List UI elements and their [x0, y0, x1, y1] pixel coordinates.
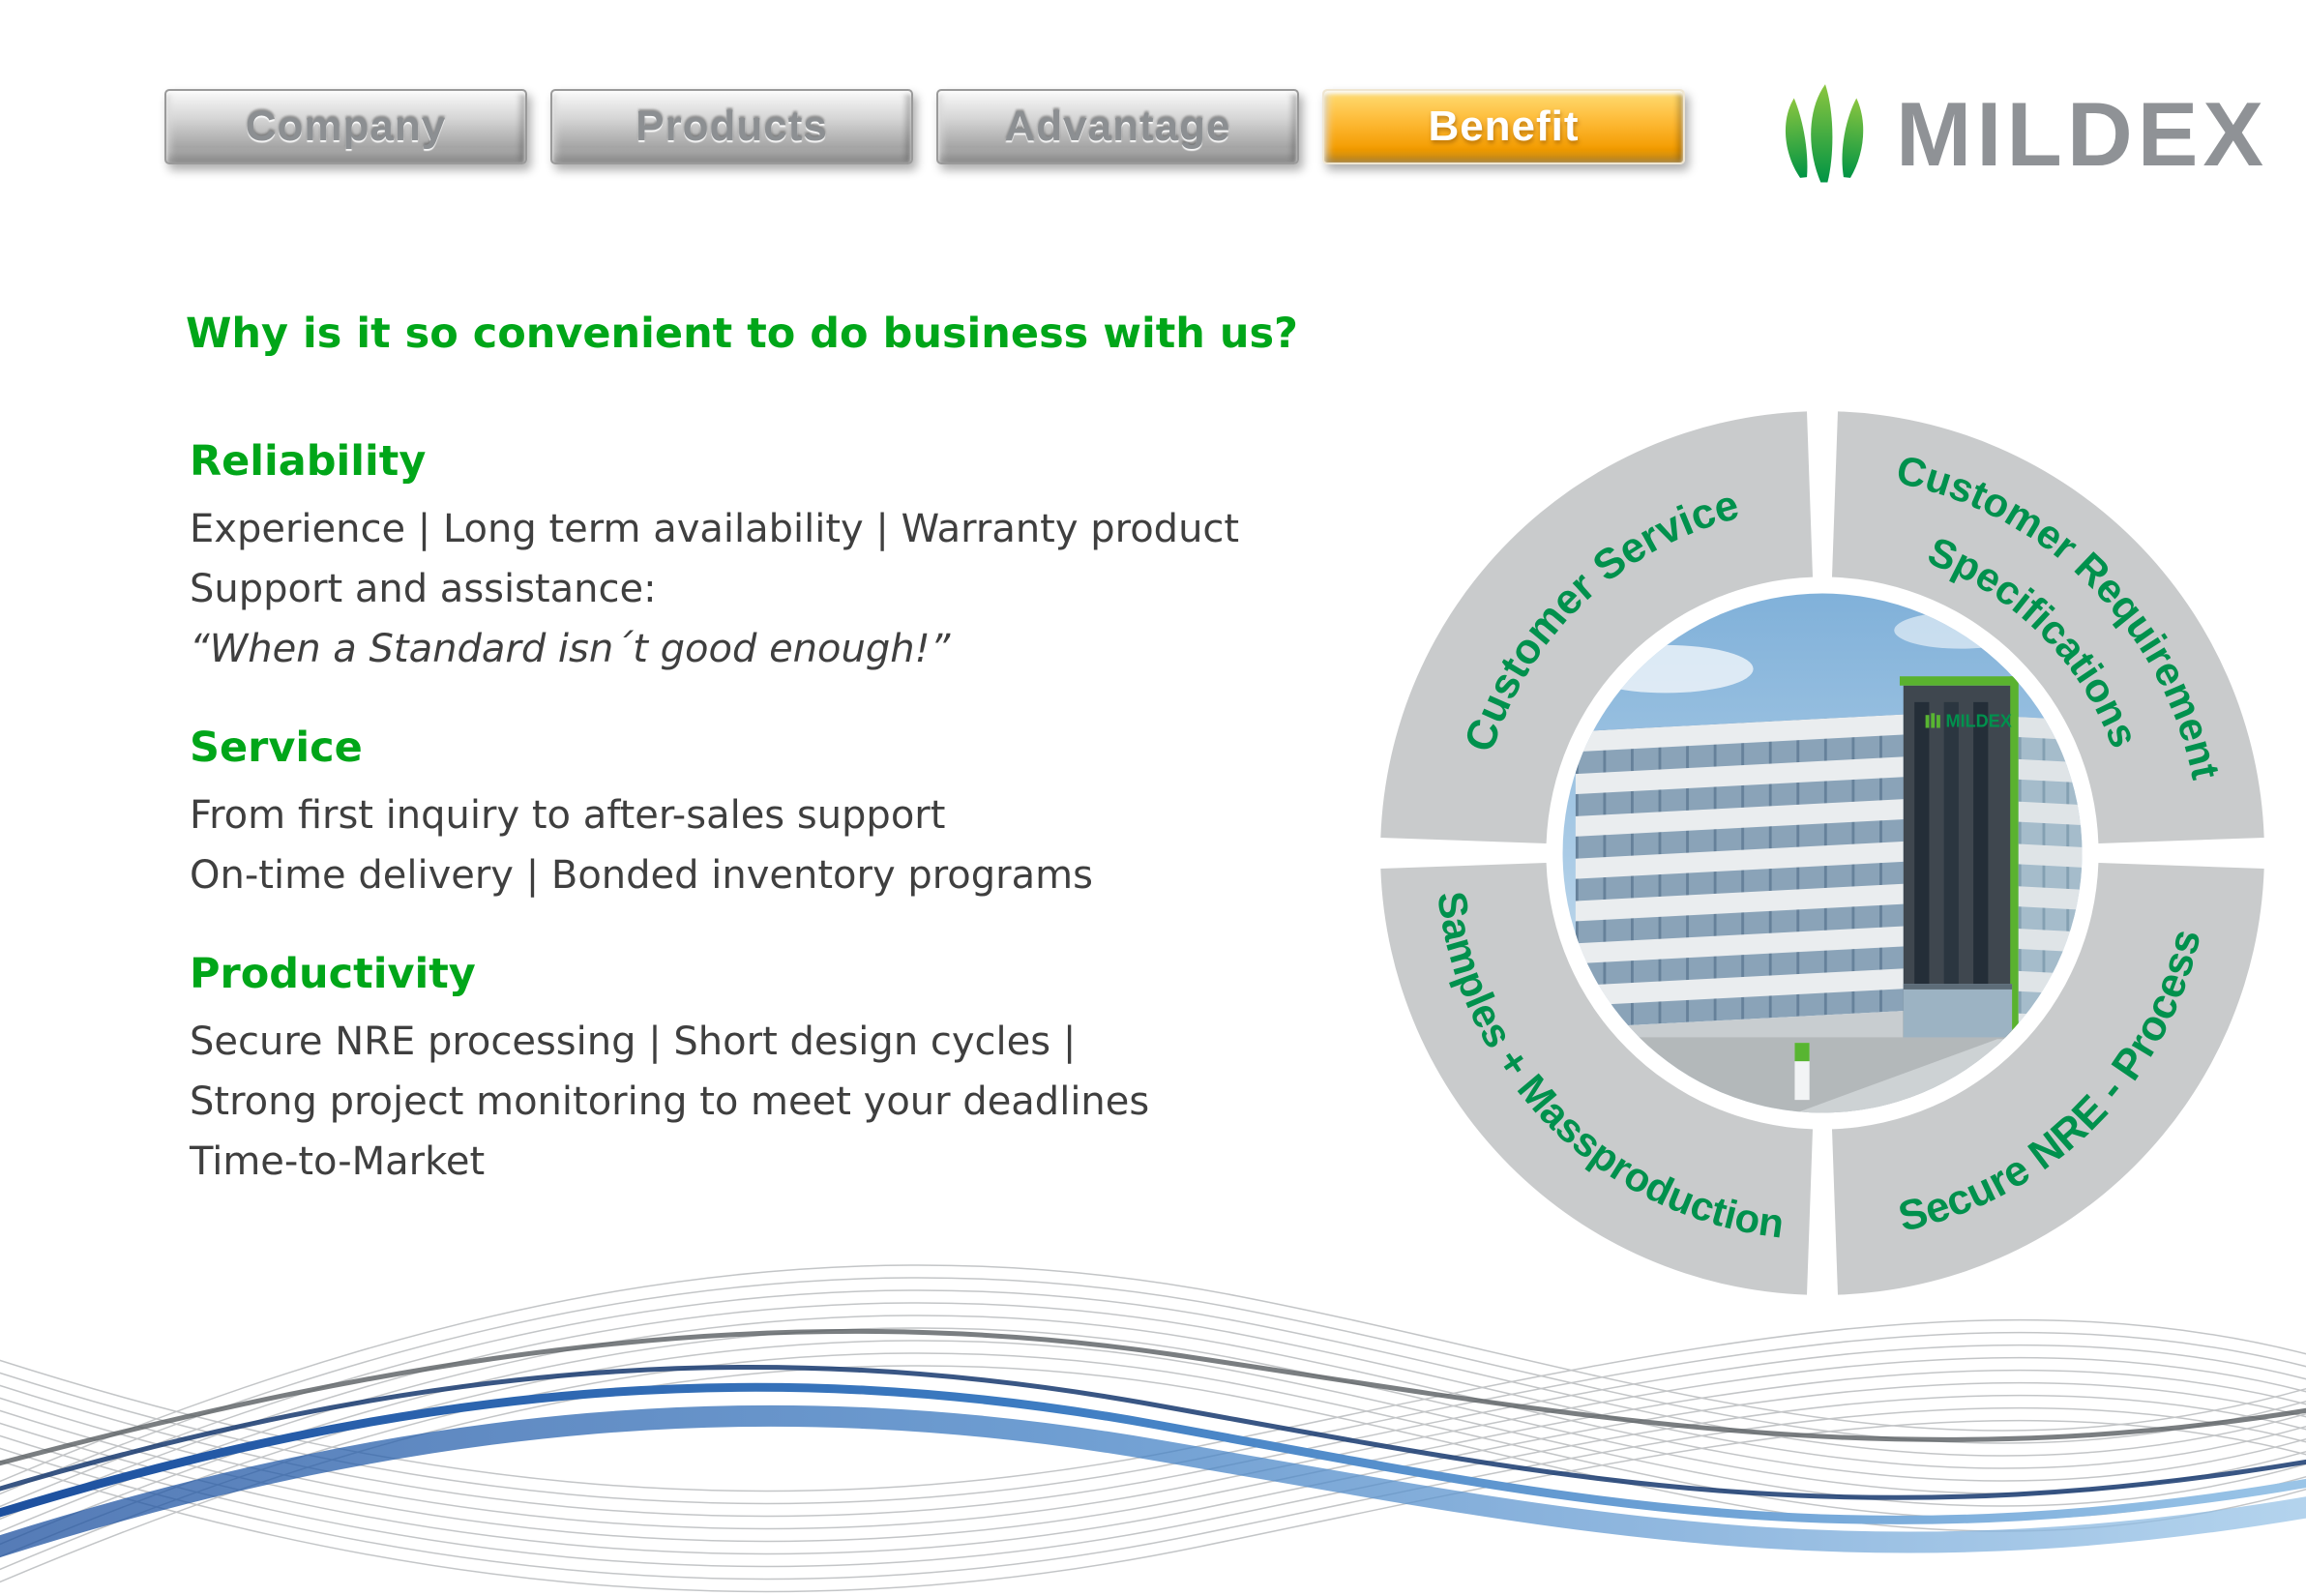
building-photo: MILDEX [1562, 593, 2083, 1113]
tab-company[interactable]: Company [164, 89, 527, 164]
section-productivity: Productivity Secure NRE processing | Sho… [190, 950, 1399, 1192]
slogan-quote: “When a Standard isn´t good enough!” [190, 627, 951, 671]
brand-logo: MILDEX [1768, 77, 2268, 192]
tab-benefit[interactable]: Benefit [1322, 89, 1685, 164]
section-title: Reliability [190, 437, 427, 486]
body-line: On-time delivery | Bonded inventory prog… [190, 853, 1093, 898]
body-line: Experience | Long term availability | Wa… [190, 507, 1240, 551]
section-service: Service From first inquiry to after-sale… [190, 724, 1399, 905]
diagram-segment-top-right [1831, 411, 2264, 844]
body-line: From first inquiry to after-sales suppor… [190, 793, 946, 838]
benefit-copy: Reliability Experience | Long term avail… [190, 437, 1399, 1236]
wave-decoration [0, 1264, 2306, 1593]
section-title: Productivity [190, 950, 476, 998]
section-title: Service [190, 724, 363, 772]
process-circle-diagram: Customer Service Customer Requirement Sp… [1380, 411, 2264, 1295]
svg-text:MILDEX: MILDEX [1946, 712, 2012, 731]
tab-products[interactable]: Products [550, 89, 913, 164]
body-line: Support and assistance: [190, 567, 657, 611]
page-title: Why is it so convenient to do business w… [186, 310, 1298, 358]
body-line: Secure NRE processing | Short design cyc… [190, 1020, 1077, 1064]
diagram-segment-bottom-left [1380, 862, 1814, 1295]
diagram-segment-top-left [1380, 411, 1814, 844]
brand-name: MILDEX [1896, 83, 2269, 185]
diagram-segment-bottom-right [1831, 862, 2264, 1295]
nav-tabs: Company Products Advantage Benefit [164, 89, 1685, 164]
tab-advantage[interactable]: Advantage [936, 89, 1299, 164]
section-reliability: Reliability Experience | Long term avail… [190, 437, 1399, 679]
building-sign: MILDEX [1925, 712, 2012, 731]
mildex-leaves-icon [1785, 84, 1864, 183]
body-line: Time-to-Market [190, 1139, 486, 1184]
diagram-ring [1380, 411, 2264, 1295]
body-line: Strong project monitoring to meet your d… [190, 1079, 1150, 1124]
